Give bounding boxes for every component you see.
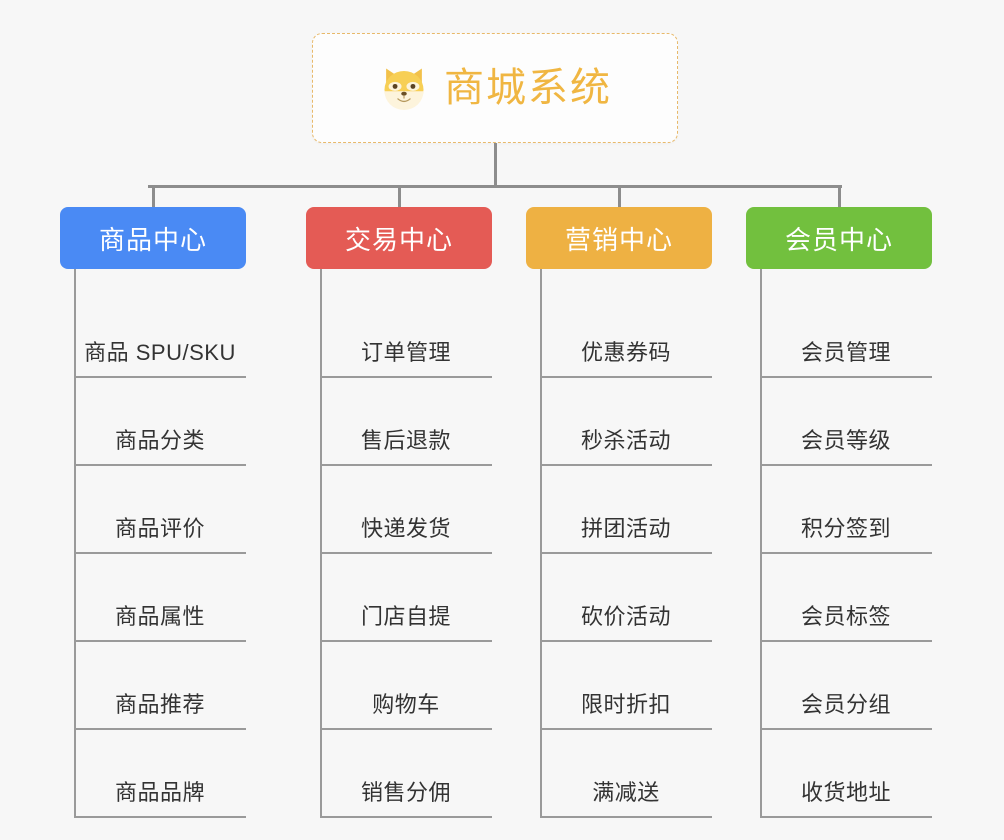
leaf-item-label: 会员标签	[800, 603, 891, 629]
leaf-item[interactable]: 会员标签	[760, 554, 932, 642]
leaf-item[interactable]: 购物车	[320, 642, 492, 730]
leaf-item-label: 商品属性	[114, 603, 205, 629]
leaf-item-label: 订单管理	[360, 339, 451, 365]
leaf-item[interactable]: 收货地址	[760, 730, 932, 818]
leaf-item-label: 商品评价	[114, 515, 205, 541]
leaf-item-label: 限时折扣	[580, 691, 671, 717]
column-spine-marketing-center	[540, 269, 542, 816]
leaf-item[interactable]: 商品品牌	[74, 730, 246, 818]
category-label: 商品中心	[98, 224, 207, 255]
column-spine-trade-center	[320, 269, 322, 816]
leaf-item[interactable]: 会员管理	[760, 290, 932, 378]
leaf-item[interactable]: 秒杀活动	[540, 378, 712, 466]
leaf-item-label: 会员等级	[800, 427, 891, 453]
leaf-item-label: 拼团活动	[580, 515, 671, 541]
leaf-item-label: 商品 SPU/SKU	[84, 339, 236, 365]
leaf-item[interactable]: 售后退款	[320, 378, 492, 466]
leaf-item-label: 购物车	[372, 691, 440, 717]
leaf-item-label: 会员管理	[800, 339, 891, 365]
root-node-content: 商城系统	[378, 62, 612, 114]
root-title: 商城系统	[444, 66, 612, 110]
column-spine-member-center	[760, 269, 762, 816]
leaf-item[interactable]: 商品评价	[74, 466, 246, 554]
category-box-product-center[interactable]: 商品中心	[60, 207, 246, 269]
leaf-item-label: 销售分佣	[360, 779, 451, 805]
leaf-item[interactable]: 快递发货	[320, 466, 492, 554]
leaf-item-label: 商品品牌	[114, 779, 205, 805]
leaf-item[interactable]: 销售分佣	[320, 730, 492, 818]
leaf-item-label: 满减送	[592, 779, 660, 805]
horizontal-bus-connector	[148, 185, 842, 188]
leaf-item[interactable]: 商品分类	[74, 378, 246, 466]
leaf-item-label: 售后退款	[360, 427, 451, 453]
bus-drop-connector-product-center	[152, 185, 155, 207]
leaf-item[interactable]: 拼团活动	[540, 466, 712, 554]
leaf-item-label: 收货地址	[800, 779, 891, 805]
leaf-item-label: 砍价活动	[580, 603, 671, 629]
leaf-item[interactable]: 满减送	[540, 730, 712, 818]
leaf-item[interactable]: 门店自提	[320, 554, 492, 642]
leaf-item[interactable]: 优惠券码	[540, 290, 712, 378]
bus-drop-connector-member-center	[838, 185, 841, 207]
leaf-item[interactable]: 商品推荐	[74, 642, 246, 730]
leaf-item-label: 优惠券码	[580, 339, 671, 365]
category-box-member-center[interactable]: 会员中心	[746, 207, 932, 269]
leaf-item-label: 会员分组	[800, 691, 891, 717]
column-spine-product-center	[74, 269, 76, 816]
category-label: 营销中心	[564, 224, 673, 255]
category-box-trade-center[interactable]: 交易中心	[306, 207, 492, 269]
root-node[interactable]: 商城系统	[312, 33, 678, 143]
bus-drop-connector-marketing-center	[618, 185, 621, 207]
leaf-item-label: 积分签到	[800, 515, 891, 541]
leaf-item[interactable]: 积分签到	[760, 466, 932, 554]
leaf-item[interactable]: 砍价活动	[540, 554, 712, 642]
leaf-item[interactable]: 订单管理	[320, 290, 492, 378]
category-label: 交易中心	[344, 224, 453, 255]
leaf-item[interactable]: 商品属性	[74, 554, 246, 642]
leaf-item[interactable]: 会员分组	[760, 642, 932, 730]
category-label: 会员中心	[784, 224, 893, 255]
leaf-item[interactable]: 会员等级	[760, 378, 932, 466]
root-stem-connector	[494, 143, 497, 187]
leaf-item[interactable]: 限时折扣	[540, 642, 712, 730]
shiba-dog-icon	[378, 62, 430, 114]
leaf-item-label: 秒杀活动	[580, 427, 671, 453]
category-box-marketing-center[interactable]: 营销中心	[526, 207, 712, 269]
leaf-item-label: 门店自提	[360, 603, 451, 629]
bus-drop-connector-trade-center	[398, 185, 401, 207]
leaf-item[interactable]: 商品 SPU/SKU	[74, 290, 246, 378]
leaf-item-label: 快递发货	[360, 515, 451, 541]
leaf-item-label: 商品分类	[114, 427, 205, 453]
leaf-item-label: 商品推荐	[114, 691, 205, 717]
